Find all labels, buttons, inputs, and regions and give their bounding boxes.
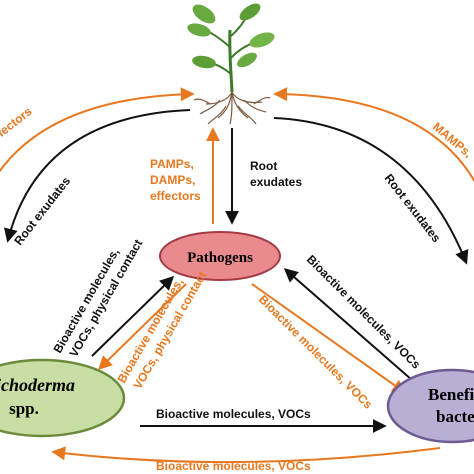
trichoderma-label-line1: richoderma bbox=[0, 375, 75, 395]
arrow-left-orange-arc bbox=[0, 87, 195, 173]
center-black-label-1: Root bbox=[250, 159, 277, 173]
trichoderma-label-line2: spp. bbox=[9, 399, 39, 418]
center-orange-label-2: DAMPs, bbox=[150, 173, 195, 187]
arrow-bacteria-to-tricho-orange bbox=[51, 446, 441, 464]
arrow-tricho-to-pathogens-black bbox=[91, 276, 175, 357]
arrow-bacteria-to-pathogens-black bbox=[283, 268, 429, 395]
bacteria-to-tricho-orange-label: Bioactive molecules, VOCs bbox=[156, 459, 311, 473]
arrow-pathogens-to-tricho-orange bbox=[97, 283, 187, 370]
beneficial-bacteria-node: Benefic bacter bbox=[386, 368, 474, 444]
arrow-left-black-arc bbox=[4, 109, 191, 243]
center-orange-label-3: effectors bbox=[150, 189, 201, 203]
right-arc-black-label: Root exudates bbox=[382, 171, 444, 245]
pathogens-node: Pathogens bbox=[159, 231, 281, 281]
trichoderma-node: richoderma spp. bbox=[0, 358, 126, 438]
pathogens-label: Pathogens bbox=[187, 250, 253, 266]
center-orange-label-1: PAMPs, bbox=[150, 157, 194, 171]
arrow-pathogens-to-bacteria-orange bbox=[251, 283, 407, 394]
right-arc-orange-label: MAMPs, bbox=[430, 120, 474, 161]
center-black-label-2: exudates bbox=[250, 175, 302, 189]
left-arc-black-label: Root exudates bbox=[11, 174, 73, 248]
plant-with-roots-icon bbox=[187, 3, 275, 125]
arrow-right-black-arc bbox=[273, 117, 469, 265]
bacteria-label-line2: bacter bbox=[436, 407, 474, 426]
bacteria-label-line1: Benefic bbox=[428, 385, 474, 404]
tricho-to-bacteria-black-label: Bioactive molecules, VOCs bbox=[156, 407, 311, 421]
left-arc-orange-label: ffectors bbox=[0, 104, 35, 142]
arrow-right-orange-arc bbox=[273, 87, 474, 183]
